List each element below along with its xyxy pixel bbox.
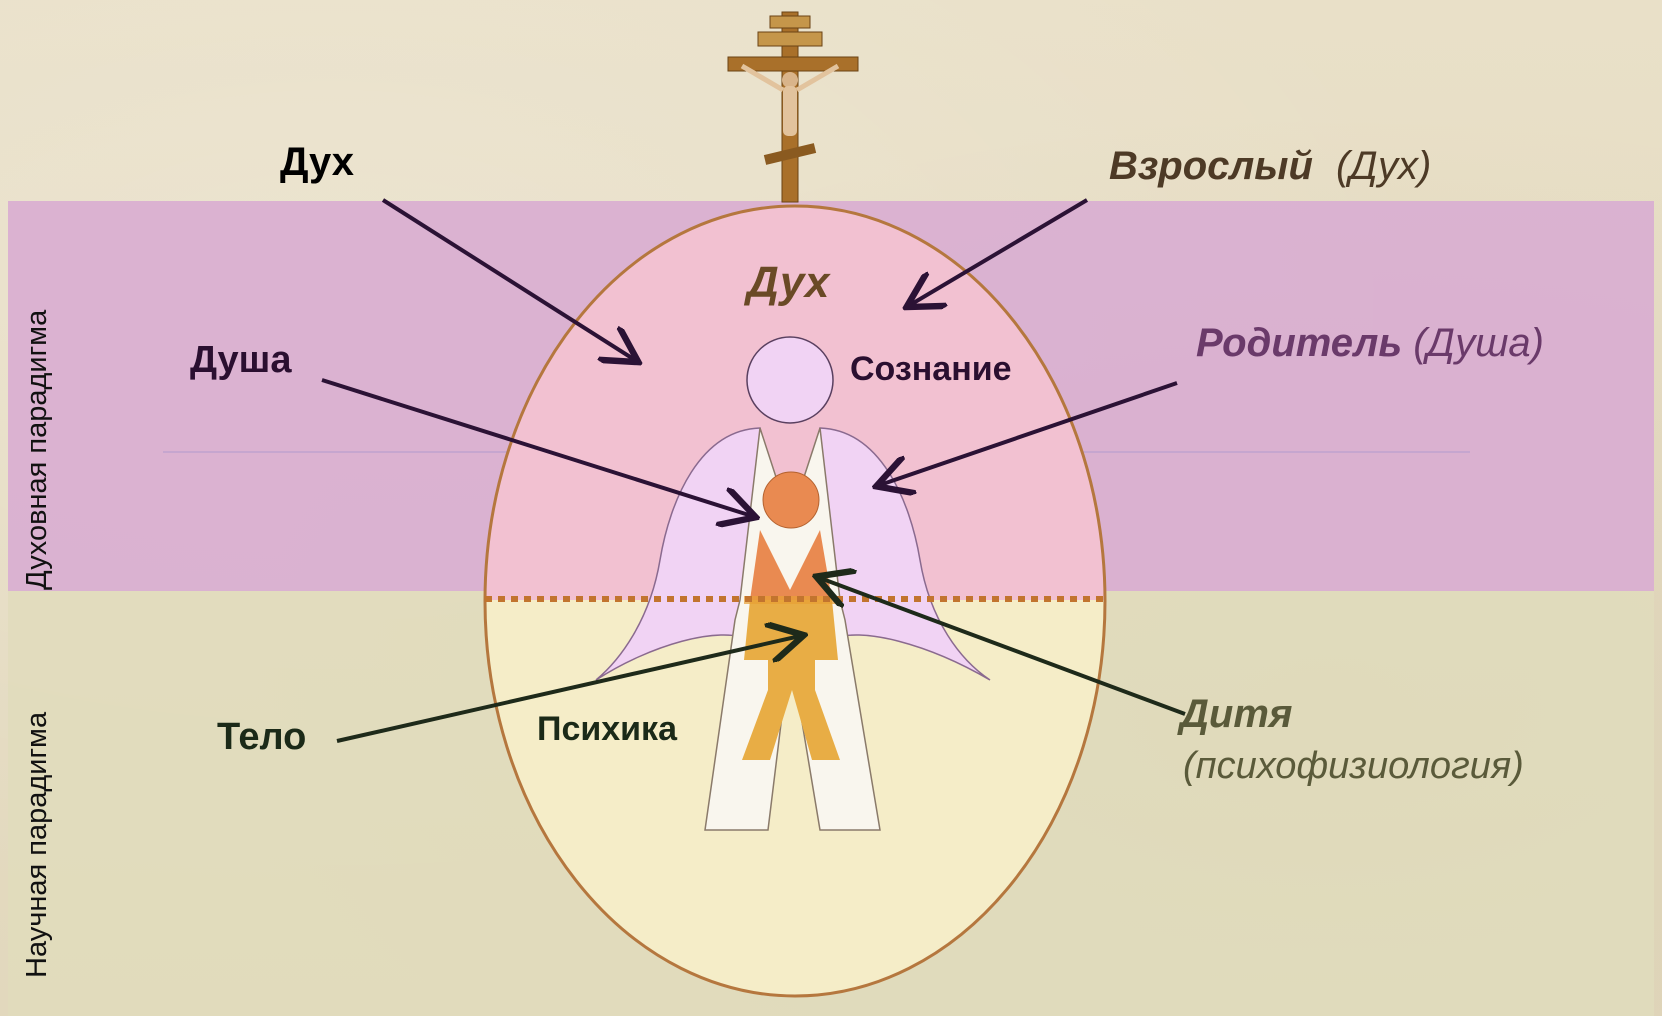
label-parent: Родитель (Душа) [1196, 321, 1544, 366]
label-consciousness: Сознание [850, 350, 1012, 389]
label-body-left: Тело [217, 716, 306, 759]
soul-head [763, 472, 819, 528]
label-adult-main: Взрослый [1109, 144, 1313, 188]
orthodox-crucifix-icon [728, 12, 858, 202]
arrow-spirit [383, 200, 635, 360]
scientific-paradigm-label: Научная парадигма [21, 712, 54, 978]
label-adult: Взрослый (Дух) [1109, 144, 1431, 189]
label-parent-main: Родитель [1196, 321, 1402, 365]
label-psyche: Психика [537, 710, 677, 749]
label-adult-paren: (Дух) [1336, 144, 1431, 188]
label-parent-paren: (Душа) [1413, 321, 1544, 365]
label-soul-left: Душа [190, 339, 291, 382]
label-child-paren: (психофизиология) [1183, 745, 1524, 788]
label-spirit-left: Дух [280, 140, 354, 185]
label-spirit-inner: Дух [747, 258, 829, 308]
spiritual-paradigm-label: Духовная парадигма [21, 310, 54, 590]
spirit-head [747, 337, 833, 423]
label-child: Дитя [1180, 692, 1292, 737]
